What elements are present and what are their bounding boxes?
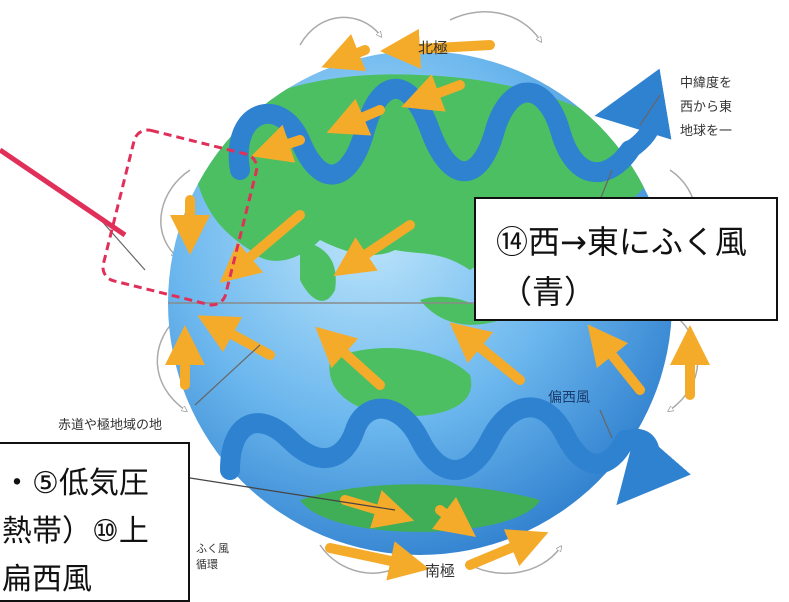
north-pole-label: 北極 bbox=[418, 39, 449, 57]
highlight-pointer-line bbox=[0, 147, 127, 238]
pointer-midlat bbox=[639, 94, 661, 126]
pressure-callout: ・⑤低気圧 熱帯）⑩上 扁西風 bbox=[0, 442, 190, 602]
westerly-callout: ⑭西→東にふく風 （青） bbox=[474, 197, 778, 321]
equator-note: 赤道や極地域の地 bbox=[58, 418, 163, 433]
pressure-callout-line2: 熱帯）⑩上 bbox=[2, 514, 149, 549]
jet-stream-north-arrow bbox=[594, 68, 672, 158]
westerlies-label: 偏西風 bbox=[548, 390, 590, 406]
south-pole-label: 南極 bbox=[425, 562, 456, 580]
pressure-callout-line3: 扁西風 bbox=[2, 562, 92, 597]
wind-note-line1: ふく風 bbox=[196, 542, 229, 555]
wind-note-line2: 循環 bbox=[196, 558, 218, 571]
pointer-westerly-south bbox=[599, 409, 613, 439]
highlight-box bbox=[101, 128, 259, 307]
midlat-note-line1: 中緯度を bbox=[680, 76, 733, 91]
jet-stream-south bbox=[220, 397, 635, 480]
westerly-callout-line1: ⑭西→東にふく風 bbox=[496, 223, 747, 261]
pointer-equator-note bbox=[194, 344, 261, 406]
jet-stream-south-arrow bbox=[616, 427, 691, 506]
pressure-callout-line1: ・⑤低気圧 bbox=[2, 466, 149, 501]
westerly-callout-line2: （青） bbox=[500, 273, 597, 311]
midlat-note-line2: 西から東 bbox=[680, 100, 733, 115]
pointer-pressure bbox=[189, 477, 396, 511]
midlat-note-line3: 地球を一 bbox=[680, 124, 733, 139]
pointer-westerly bbox=[599, 169, 613, 201]
